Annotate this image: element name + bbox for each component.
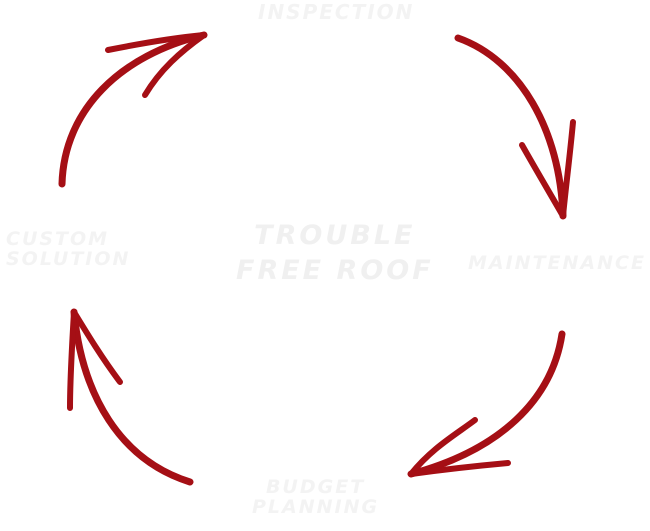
arrow-shaft: [407, 330, 566, 478]
label-custom-line2: SOLUTION: [6, 247, 131, 270]
arrow-head-upper: [105, 32, 207, 53]
center-label: Trouble Free Roof: [236, 218, 434, 288]
arrow-head-upper: [408, 417, 478, 477]
label-custom-solution: CUSTOM SOLUTION: [6, 228, 131, 270]
center-label-line2: Free Roof: [236, 255, 434, 287]
arrow-shaft: [70, 308, 194, 486]
label-budget-line1: BUDGET: [265, 476, 366, 498]
label-inspection: INSPECTION: [258, 2, 414, 23]
label-budget-line2: PLANNING: [252, 495, 380, 518]
arrow-head-lower: [142, 32, 207, 98]
arrow-to-maintenance: [454, 34, 576, 220]
label-budget-planning: BUDGET PLANNING: [252, 476, 380, 518]
center-label-line1: Trouble: [254, 220, 416, 251]
label-inspection-text: INSPECTION: [258, 0, 415, 24]
label-maintenance-text: MAINTENANCE: [468, 252, 646, 274]
arrow-shaft: [58, 31, 208, 188]
label-custom-line1: CUSTOM: [6, 228, 110, 250]
arrow-head-upper: [560, 119, 576, 219]
arrow-head-lower: [519, 142, 566, 219]
arrow-to-budget: [407, 330, 566, 478]
label-maintenance: MAINTENANCE: [468, 252, 646, 274]
arrow-head-lower: [408, 460, 511, 477]
arrow-to-inspection: [58, 31, 208, 188]
arrow-shaft: [454, 34, 567, 220]
arrow-head-upper: [71, 309, 123, 385]
arrow-to-custom: [67, 308, 194, 486]
arrow-head-lower: [67, 309, 77, 411]
